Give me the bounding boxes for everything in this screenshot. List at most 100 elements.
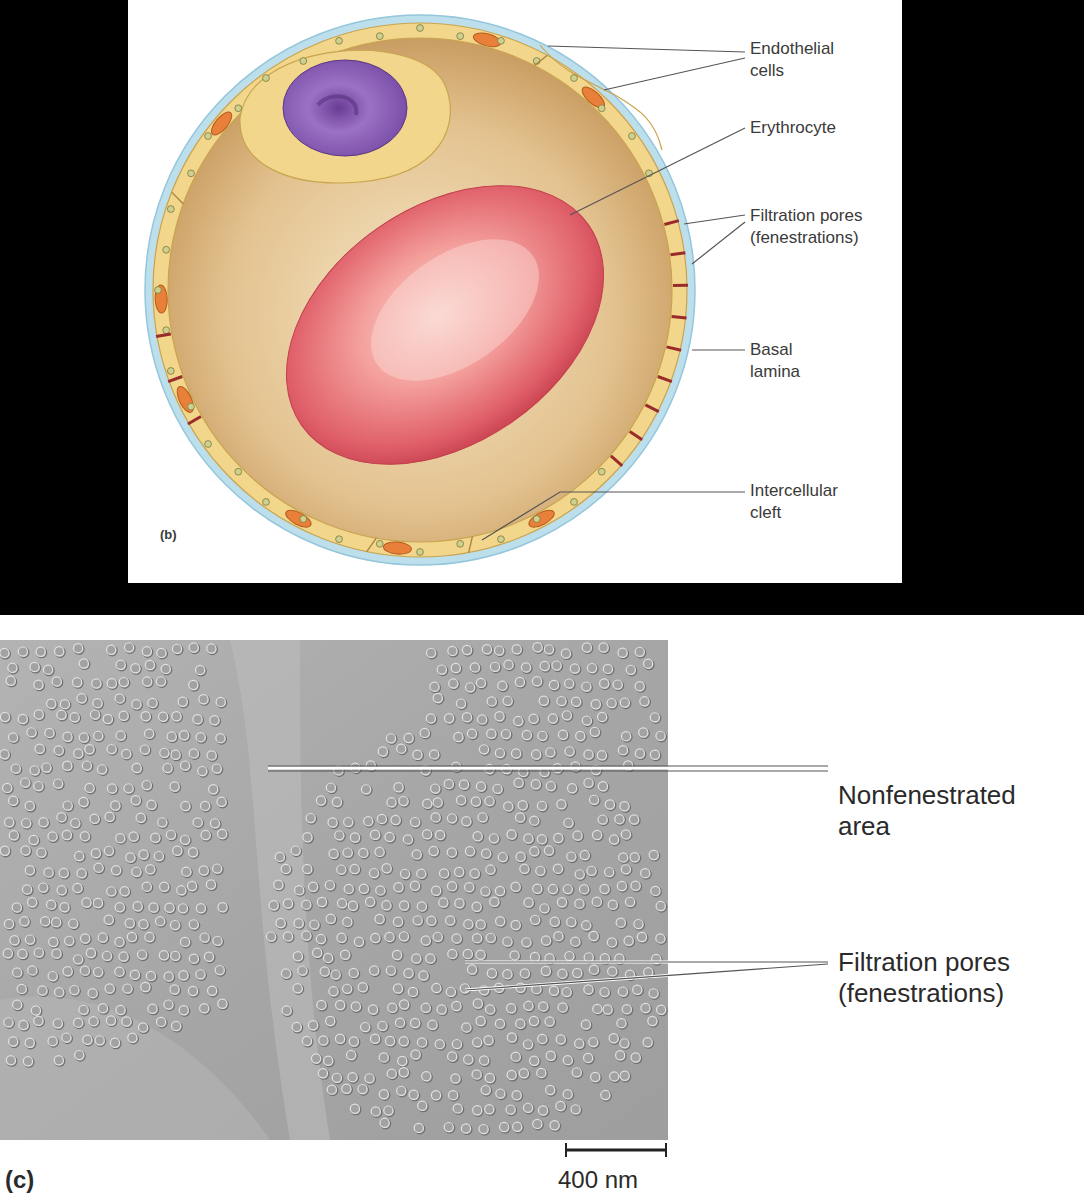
vesicle xyxy=(336,536,343,543)
pore-shadow xyxy=(566,747,576,757)
pore xyxy=(208,986,217,995)
pore-shadow xyxy=(96,1036,106,1046)
pore-shadow xyxy=(388,1004,398,1014)
pore xyxy=(3,783,12,792)
pore xyxy=(34,948,43,957)
pore-shadow xyxy=(430,750,440,760)
leader-halo xyxy=(268,767,828,770)
pore xyxy=(93,699,102,708)
pore-shadow xyxy=(148,699,158,709)
pore-shadow xyxy=(619,853,629,863)
pore-shadow xyxy=(490,898,500,908)
panel-b-ground xyxy=(128,0,902,583)
pore xyxy=(426,714,435,723)
vesicle xyxy=(163,246,170,253)
pore-shadow xyxy=(7,1056,17,1066)
pore-shadow xyxy=(142,712,152,722)
pore-shadow xyxy=(343,918,353,928)
pore-shadow xyxy=(360,885,370,895)
pore xyxy=(36,647,45,656)
pore-shadow xyxy=(542,936,552,946)
leader-halo xyxy=(268,768,828,990)
pore-shadow xyxy=(550,681,560,691)
pore xyxy=(456,699,465,708)
label-holder: (c) xyxy=(5,1166,65,1195)
pore-shadow xyxy=(517,853,527,863)
pore-shadow xyxy=(434,798,444,808)
pore xyxy=(22,885,31,894)
pore xyxy=(473,999,482,1008)
pore xyxy=(201,830,210,839)
fenestration xyxy=(168,377,182,382)
pore xyxy=(70,713,79,722)
pore-shadow xyxy=(369,1006,379,1016)
pore-shadow xyxy=(455,899,465,909)
pore xyxy=(216,697,225,706)
pore-shadow xyxy=(117,661,127,671)
pore xyxy=(13,1000,22,1009)
pore-shadow xyxy=(36,745,46,755)
pore xyxy=(605,800,614,809)
pore-shadow xyxy=(496,917,506,927)
pore-shadow xyxy=(576,870,586,880)
pore xyxy=(12,903,21,912)
pore-shadow xyxy=(651,713,661,723)
pore-shadow xyxy=(172,712,182,722)
pore xyxy=(512,1091,521,1100)
pore xyxy=(52,949,61,958)
pore-shadow xyxy=(565,680,575,690)
pore-shadow xyxy=(5,818,15,828)
pore xyxy=(472,902,481,911)
pore xyxy=(70,985,79,994)
pore-shadow xyxy=(487,934,497,944)
pore-shadow xyxy=(571,665,581,675)
pore-shadow xyxy=(453,934,463,944)
pore-shadow xyxy=(181,762,191,772)
pore-shadow xyxy=(477,1017,487,1027)
pore xyxy=(170,920,179,929)
pore-shadow xyxy=(370,967,380,977)
vesicle xyxy=(417,549,424,556)
pore-shadow xyxy=(608,699,618,709)
pore-shadow xyxy=(208,987,218,997)
pore-shadow xyxy=(550,987,560,997)
pore xyxy=(62,830,71,839)
pore-shadow xyxy=(564,1056,574,1066)
pore-shadow xyxy=(651,887,661,897)
pore-shadow xyxy=(474,832,484,842)
pore-shadow xyxy=(164,1001,174,1011)
pore-shadow xyxy=(218,1000,228,1010)
pore-shadow xyxy=(106,813,116,823)
pore xyxy=(639,728,648,737)
pore-shadow xyxy=(507,1004,517,1014)
pore xyxy=(161,664,170,673)
pore-shadow xyxy=(513,1091,523,1101)
pore xyxy=(8,733,17,742)
pore xyxy=(417,902,426,911)
pore xyxy=(512,749,521,758)
pore xyxy=(178,697,187,706)
pore xyxy=(189,920,198,929)
pore xyxy=(171,951,180,960)
mitochondrion xyxy=(579,84,608,112)
pore-shadow xyxy=(378,815,388,825)
pore-shadow xyxy=(599,782,609,792)
pore-shadow xyxy=(538,835,548,845)
pore-shadow xyxy=(165,972,175,982)
pore xyxy=(302,931,311,940)
pore-shadow xyxy=(610,1072,620,1082)
pore-shadow xyxy=(164,764,174,774)
pore-shadow xyxy=(641,1004,651,1014)
pore-shadow xyxy=(573,1068,583,1078)
pore-shadow xyxy=(21,779,31,789)
pore-shadow xyxy=(567,853,577,863)
pore xyxy=(608,967,617,976)
pore xyxy=(414,1123,423,1132)
pore xyxy=(104,915,113,924)
pore-shadow xyxy=(625,937,635,947)
pore xyxy=(85,783,94,792)
pore xyxy=(0,846,9,855)
pore xyxy=(544,645,553,654)
pore-shadow xyxy=(652,955,662,965)
pore-shadow xyxy=(49,972,59,982)
